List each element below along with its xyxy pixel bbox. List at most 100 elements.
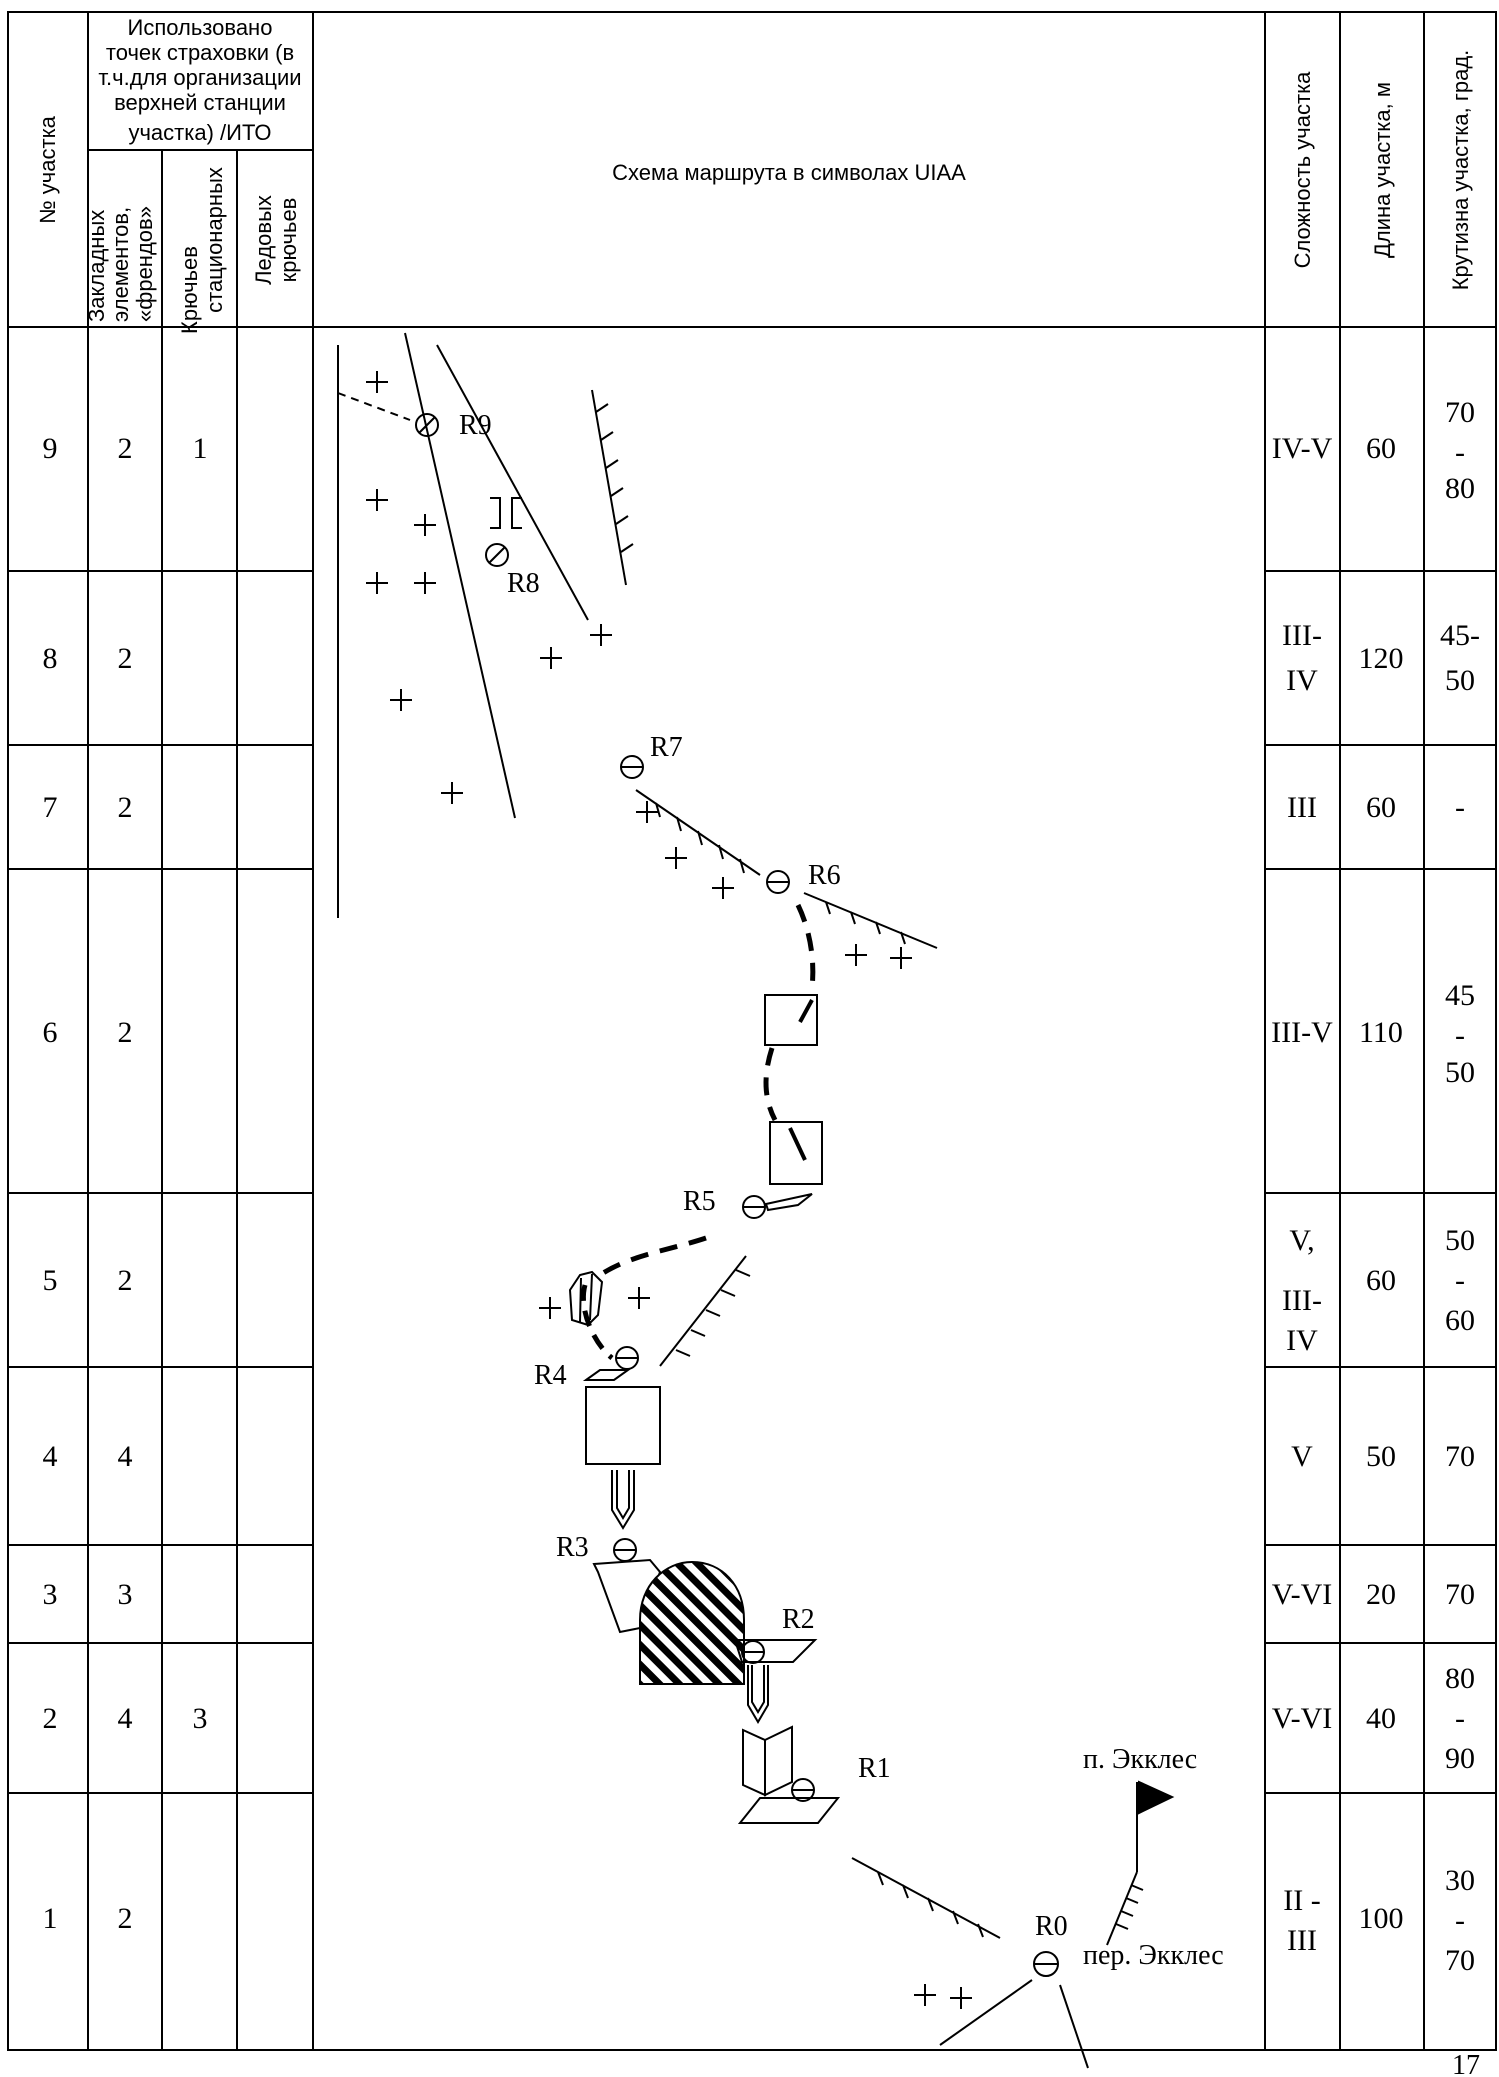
row-steepness: 80 — [1445, 472, 1475, 505]
route-dashed-line — [795, 903, 816, 989]
row-steepness: - — [1455, 1702, 1465, 1735]
overhang-icon — [639, 1560, 745, 1685]
header-protection-line-3: т.ч.для организации — [98, 65, 301, 90]
row-steepness: - — [1455, 1904, 1465, 1937]
belay-station-icon — [766, 870, 790, 894]
row-length: 110 — [1359, 1016, 1403, 1049]
row-steepness: 30 — [1445, 1864, 1475, 1897]
table-row: 1 2 II - III 100 30 - 70 — [43, 1864, 1476, 1977]
header-chocks-line-3: «френдов» — [132, 206, 157, 322]
header-steepness: Крутизна участка, град. — [1448, 50, 1473, 291]
row-difficulty: III — [1287, 791, 1317, 824]
row-difficulty: IV — [1286, 1324, 1318, 1357]
row-chocks: 3 — [118, 1578, 133, 1611]
row-chocks: 2 — [118, 1264, 133, 1297]
header-fixed-pitons-line-1: Крючьев — [177, 246, 202, 334]
station-label-r8: R8 — [507, 568, 540, 599]
page-number: 17 — [1452, 2050, 1480, 2077]
header-scheme: Схема маршрута в символах UIAA — [612, 160, 966, 185]
chimney-icon — [490, 497, 522, 529]
table-grid — [7, 11, 1497, 2051]
row-pitons: 3 — [193, 1702, 208, 1735]
route-scheme — [337, 332, 1175, 2069]
table-row: 7 2 III 60 - — [43, 791, 1466, 824]
row-steepness: 45- — [1440, 619, 1480, 652]
station-label-r9: R9 — [459, 410, 492, 441]
ledge-icon — [733, 1639, 818, 1663]
pillar-icon — [568, 1270, 604, 1327]
row-length: 20 — [1366, 1578, 1396, 1611]
row-difficulty: V-VI — [1272, 1702, 1333, 1735]
row-steepness: 50 — [1445, 664, 1475, 697]
row-steepness: - — [1455, 436, 1465, 469]
crack-icon — [747, 1665, 769, 1724]
row-steepness: 70 — [1445, 1944, 1475, 1977]
traverse-dashed-line — [337, 392, 411, 421]
belay-bolt-icon — [485, 543, 509, 567]
route-dashed-line — [763, 1047, 778, 1122]
row-no: 5 — [43, 1264, 58, 1297]
crack-icon — [611, 1470, 635, 1530]
row-no: 8 — [43, 642, 58, 675]
station-label-r5: R5 — [683, 1186, 716, 1217]
belay-bolt-icon — [415, 413, 439, 437]
table-body: 9 2 1 IV-V 60 70 - 80 8 2 III- IV 120 45… — [43, 396, 1481, 1977]
row-steepness: 45 — [1445, 979, 1475, 1012]
belay-station-icon — [1033, 1951, 1059, 1977]
ledge-icon — [582, 1369, 632, 1381]
row-no: 7 — [43, 791, 58, 824]
header-protection-line-5: участка) /ИТО — [128, 120, 271, 145]
row-chocks: 2 — [118, 432, 133, 465]
row-length: 60 — [1366, 791, 1396, 824]
dihedral-icon — [769, 1121, 823, 1185]
ledge-icon — [737, 1797, 841, 1824]
station-label-r7: R7 — [650, 732, 683, 763]
row-steepness: 50 — [1445, 1224, 1475, 1257]
belay-station-icon — [615, 1346, 639, 1370]
row-length: 50 — [1366, 1440, 1396, 1473]
row-difficulty: V, — [1289, 1224, 1314, 1257]
wall-hatch-symbol — [591, 389, 634, 586]
station-label-r1: R1 — [858, 1753, 891, 1784]
belay-station-icon — [620, 755, 644, 779]
row-chocks: 2 — [118, 642, 133, 675]
table-row: 5 2 V, III- IV 60 50 - 60 — [43, 1224, 1476, 1357]
row-length: 40 — [1366, 1702, 1396, 1735]
row-no: 4 — [43, 1440, 58, 1473]
protection-cross-icon — [366, 371, 972, 2009]
row-pitons: 1 — [193, 432, 208, 465]
row-steepness: 60 — [1445, 1304, 1475, 1337]
row-steepness: 70 — [1445, 396, 1475, 429]
header-length: Длина участка, м — [1370, 82, 1395, 258]
row-chocks: 2 — [118, 1016, 133, 1049]
row-length: 120 — [1359, 642, 1404, 675]
ridge-line — [404, 332, 516, 819]
table-header: № участка Использовано точек страховки (… — [35, 15, 1473, 334]
route-dashed-line — [598, 1235, 707, 1278]
row-steepness: - — [1455, 1264, 1465, 1297]
row-chocks: 2 — [118, 1902, 133, 1935]
summit-label: п. Экклес — [1083, 1744, 1197, 1775]
table-row: 2 4 3 V-VI 40 80 - 90 — [43, 1662, 1476, 1775]
header-chocks-line-2: элементов, — [108, 207, 133, 322]
header-section-no: № участка — [35, 115, 60, 224]
station-label-r2: R2 — [782, 1604, 815, 1635]
table-row: 3 3 V-VI 20 70 — [43, 1578, 1476, 1611]
row-steepness: 90 — [1445, 1742, 1475, 1775]
station-label-r3: R3 — [556, 1532, 589, 1563]
header-protection-line-1: Использовано — [128, 15, 273, 40]
row-length: 100 — [1359, 1902, 1404, 1935]
row-no: 2 — [43, 1702, 58, 1735]
row-no: 1 — [43, 1902, 58, 1935]
row-length: 60 — [1366, 432, 1396, 465]
wall-icon — [585, 1386, 661, 1465]
row-steepness: 70 — [1445, 1578, 1475, 1611]
belay-station-icon — [741, 1640, 765, 1664]
row-difficulty: V-VI — [1272, 1578, 1333, 1611]
row-steepness: 50 — [1445, 1056, 1475, 1089]
table-row: 8 2 III- IV 120 45- 50 — [43, 619, 1481, 697]
summit-flag-icon — [1136, 1780, 1175, 1872]
row-steepness: - — [1455, 1019, 1465, 1052]
